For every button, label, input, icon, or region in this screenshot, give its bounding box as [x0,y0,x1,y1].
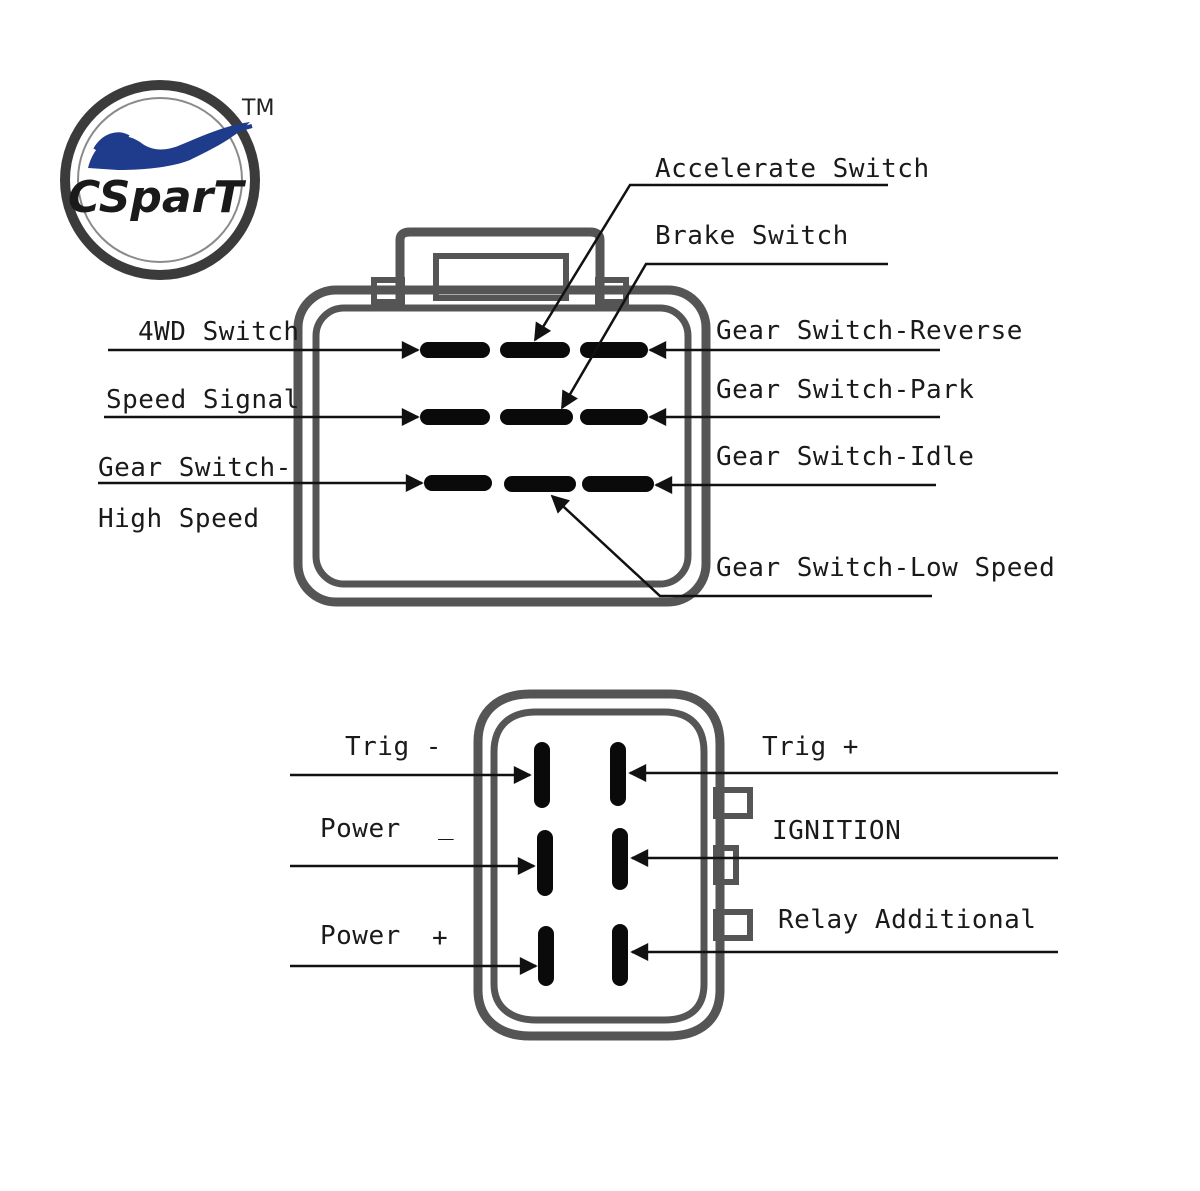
label-relay-additional: Relay Additional [778,905,1036,935]
connector-6-pin: Trig - Trig + Power _ IGNITION Power + R… [290,689,1058,1041]
label-gear-high-line1: Gear Switch- [98,453,292,483]
label-power-plus-sign: + [432,923,448,953]
brand-name: CSparT [68,172,246,223]
label-power-plus: Power [320,921,401,951]
trademark-symbol: TM [241,96,274,121]
label-trig-plus: Trig + [762,732,859,762]
label-brake-switch: Brake Switch [655,221,849,251]
connector-9-pin: Accelerate Switch Brake Switch 4WD Switc… [98,154,1055,607]
label-ignition: IGNITION [772,816,901,846]
label-gear-low-speed: Gear Switch-Low Speed [716,553,1055,583]
label-power-minus: Power [320,814,401,844]
label-4wd-switch: 4WD Switch [138,317,300,347]
label-speed-signal: Speed Signal [106,385,300,415]
label-gear-reverse: Gear Switch-Reverse [716,316,1023,346]
label-accelerate-switch: Accelerate Switch [655,154,930,184]
motorcycle-icon [88,122,250,170]
label-power-minus-sign: _ [438,811,454,841]
label-gear-idle: Gear Switch-Idle [716,442,974,472]
label-trig-minus: Trig - [345,732,442,762]
label-gear-high-line2: High Speed [98,504,260,534]
label-gear-park: Gear Switch-Park [716,375,974,405]
brand-logo: CSparT TM [60,80,274,280]
